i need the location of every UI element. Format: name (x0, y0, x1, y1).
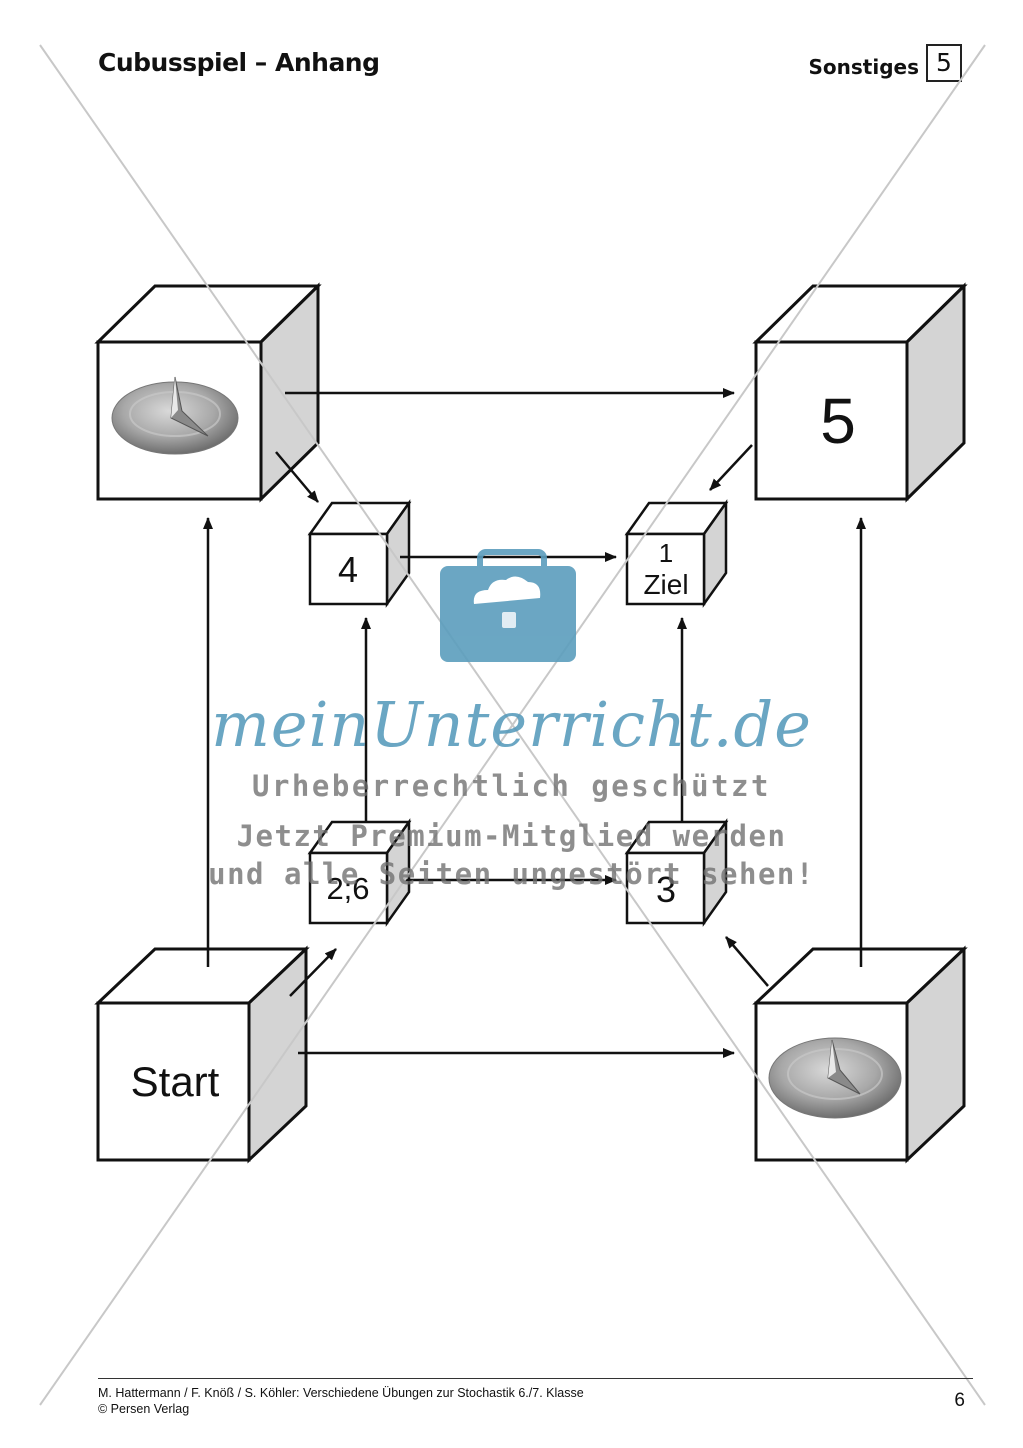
watermark-brand: meinUnterricht.de (211, 688, 812, 761)
page-number: 6 (954, 1390, 965, 1411)
cube-goal: 1 Ziel (624, 499, 729, 608)
cube-top-left (94, 282, 322, 503)
arrow-topright-to-goal (709, 444, 753, 491)
page-title: Cubusspiel – Anhang (98, 48, 380, 77)
arrow-bottomright-to-three (725, 936, 769, 987)
briefcase-icon (440, 549, 576, 662)
watermark-line-2: Jetzt Premium-Mitglied werden (236, 819, 787, 853)
cube-two-six-label: 2;6 (326, 871, 369, 906)
thumbtack-icon (768, 1037, 902, 1119)
cube-bottom-right (752, 945, 968, 1164)
section-number-box: 5 (926, 44, 962, 82)
thumbtack-icon (111, 376, 239, 455)
start-label: Start (131, 1058, 220, 1105)
watermark-line-1: Urheberrechtlich geschützt (252, 769, 771, 803)
cube-three: 3 (624, 818, 729, 927)
section-label: Sonstiges (808, 55, 920, 79)
arrow-topleft-to-four (275, 451, 319, 503)
cube-two-six: 2;6 (307, 818, 412, 927)
arrow-start-to-twosix (289, 948, 337, 997)
footer-publisher: © Persen Verlag (98, 1402, 190, 1416)
arrows (203, 388, 866, 1058)
watermark-line-3: und alle Seiten ungestört sehen! (208, 857, 815, 891)
cube-goal-number: 1 (659, 538, 673, 568)
watermark-cross (39, 44, 986, 1406)
cube-top-right-label: 5 (820, 385, 856, 457)
cube-four-label: 4 (338, 549, 358, 590)
footer-authors: M. Hattermann / F. Knöß / S. Köhler: Ver… (98, 1386, 584, 1400)
cube-top-right: 5 (752, 282, 968, 503)
cube-start: Start (94, 945, 310, 1164)
cube-four: 4 (307, 499, 412, 608)
footer-divider (98, 1378, 973, 1379)
cube-goal-label: Ziel (643, 569, 688, 600)
cube-three-label: 3 (656, 869, 676, 910)
